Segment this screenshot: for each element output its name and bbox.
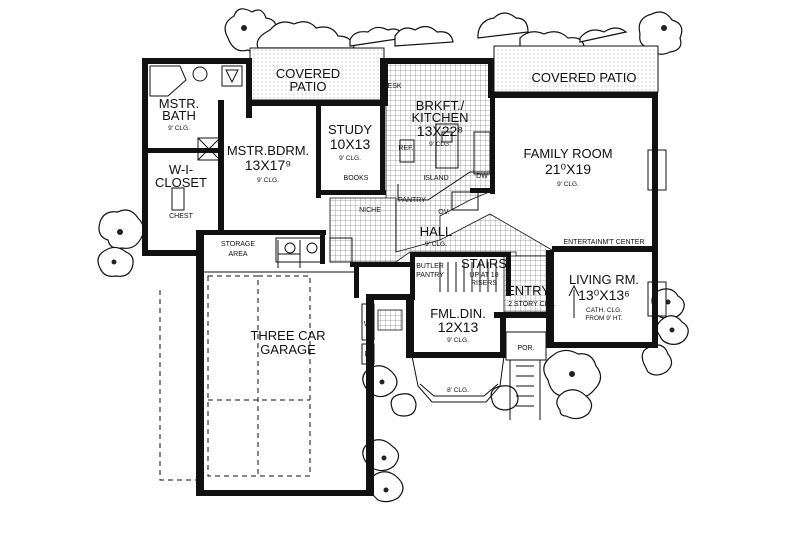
family-room-name: FAMILY ROOM bbox=[523, 146, 612, 161]
kitchen-name-2: KITCHEN bbox=[411, 110, 468, 125]
bath-fixtures bbox=[149, 65, 243, 211]
mstr-bath-name-1: MSTR. bbox=[159, 96, 199, 111]
study-name: STUDY bbox=[328, 122, 372, 137]
kitchen-fixtures bbox=[397, 123, 491, 211]
closet-chest: CHEST bbox=[169, 213, 193, 220]
oven-label: OV. bbox=[438, 209, 449, 216]
family-room-clg: 9' CLG. bbox=[557, 181, 579, 188]
entertainment-center-label: ENTERTAINM'T CENTER bbox=[563, 239, 644, 246]
dryer-label: D. bbox=[365, 351, 372, 358]
covered-patio-right-name: COVERED PATIO bbox=[532, 70, 637, 85]
kitchen-dim: 13X22⁸ bbox=[417, 123, 463, 139]
ref-label: REF. bbox=[398, 145, 413, 152]
garage-details bbox=[159, 237, 358, 481]
stairs-note-2: RISERS bbox=[471, 280, 497, 287]
butler-name-2: PANTRY bbox=[416, 272, 444, 279]
dining-bay-window bbox=[411, 355, 505, 403]
covered-patio-right-floor bbox=[493, 45, 659, 93]
stair-treads bbox=[439, 262, 497, 292]
entry-tile-floor bbox=[503, 255, 553, 313]
living-room-name: LIVING RM. bbox=[569, 272, 639, 287]
pantry-label: PANTRY bbox=[398, 197, 426, 204]
dw-label: DW bbox=[476, 173, 488, 180]
storage-name-2: AREA bbox=[228, 251, 247, 258]
hall-clg: 9' CLG. bbox=[425, 241, 447, 248]
fml-din-bay-clg: 8' CLG. bbox=[447, 387, 469, 394]
island-label: ISLAND bbox=[423, 175, 448, 182]
front-walk bbox=[509, 360, 541, 420]
niche-label: NICHE bbox=[359, 207, 381, 214]
study-dim: 10X13 bbox=[330, 136, 371, 152]
fml-din-name: FML.DIN. bbox=[430, 306, 486, 321]
stairs-note-1: UP AT 18 bbox=[469, 272, 498, 279]
mstr-bdrm-name: MSTR.BDRM. bbox=[227, 143, 309, 158]
living-room-clg-1: CATH. CLG. bbox=[586, 307, 622, 314]
covered-patio-left-name-1: COVERED bbox=[276, 66, 340, 81]
stairs-name: STAIRS bbox=[461, 256, 507, 271]
mstr-bath-name-2: BATH bbox=[162, 108, 196, 123]
storage-name-1: STORAGE bbox=[221, 241, 255, 248]
mstr-bath-clg: 9' CLG. bbox=[168, 125, 190, 132]
mstr-bdrm-clg: 9' CLG. bbox=[257, 177, 279, 184]
kitchen-clg: 9' CLG. bbox=[429, 141, 451, 148]
butler-name-1: BUTLER bbox=[416, 263, 444, 270]
entry-name: ENTRY bbox=[506, 283, 550, 298]
closet-name-2: CLOSET bbox=[155, 175, 207, 190]
fml-din-clg: 9' CLG. bbox=[447, 337, 469, 344]
laundry-area bbox=[361, 303, 403, 365]
exterior-walls bbox=[142, 58, 658, 496]
family-room-dim: 21⁰X19 bbox=[545, 161, 591, 177]
porch-outline bbox=[505, 331, 547, 361]
covered-patio-left-floor bbox=[249, 47, 385, 101]
hall-name: HALL bbox=[420, 224, 453, 239]
kitchen-name-1: BRKFT./ bbox=[416, 98, 465, 113]
desk-label: DESK bbox=[382, 83, 401, 90]
shrub-dark-centers bbox=[111, 25, 675, 493]
closet-name-1: W-I- bbox=[169, 162, 193, 177]
study-clg: 9' CLG. bbox=[339, 155, 361, 162]
family-fireplace bbox=[647, 149, 667, 191]
garage-name-2: GARAGE bbox=[260, 342, 316, 357]
garage-name-1: THREE CAR bbox=[250, 328, 325, 343]
living-room-clg-2: FROM 9' HT. bbox=[585, 315, 623, 322]
living-fireplace bbox=[647, 281, 667, 317]
washer-label: W. bbox=[364, 321, 372, 328]
fml-din-dim: 12X13 bbox=[438, 319, 479, 335]
mstr-bdrm-dim: 13X17⁹ bbox=[245, 157, 291, 173]
entry-arrow-icon bbox=[568, 284, 580, 318]
living-room-dim: 13⁰X13⁶ bbox=[578, 287, 630, 303]
entry-note: 2 STORY CLG. bbox=[508, 301, 556, 308]
porch-name: POR. bbox=[517, 345, 534, 352]
covered-patio-left-name-2: PATIO bbox=[289, 79, 326, 94]
books-label: BOOKS bbox=[344, 175, 369, 182]
